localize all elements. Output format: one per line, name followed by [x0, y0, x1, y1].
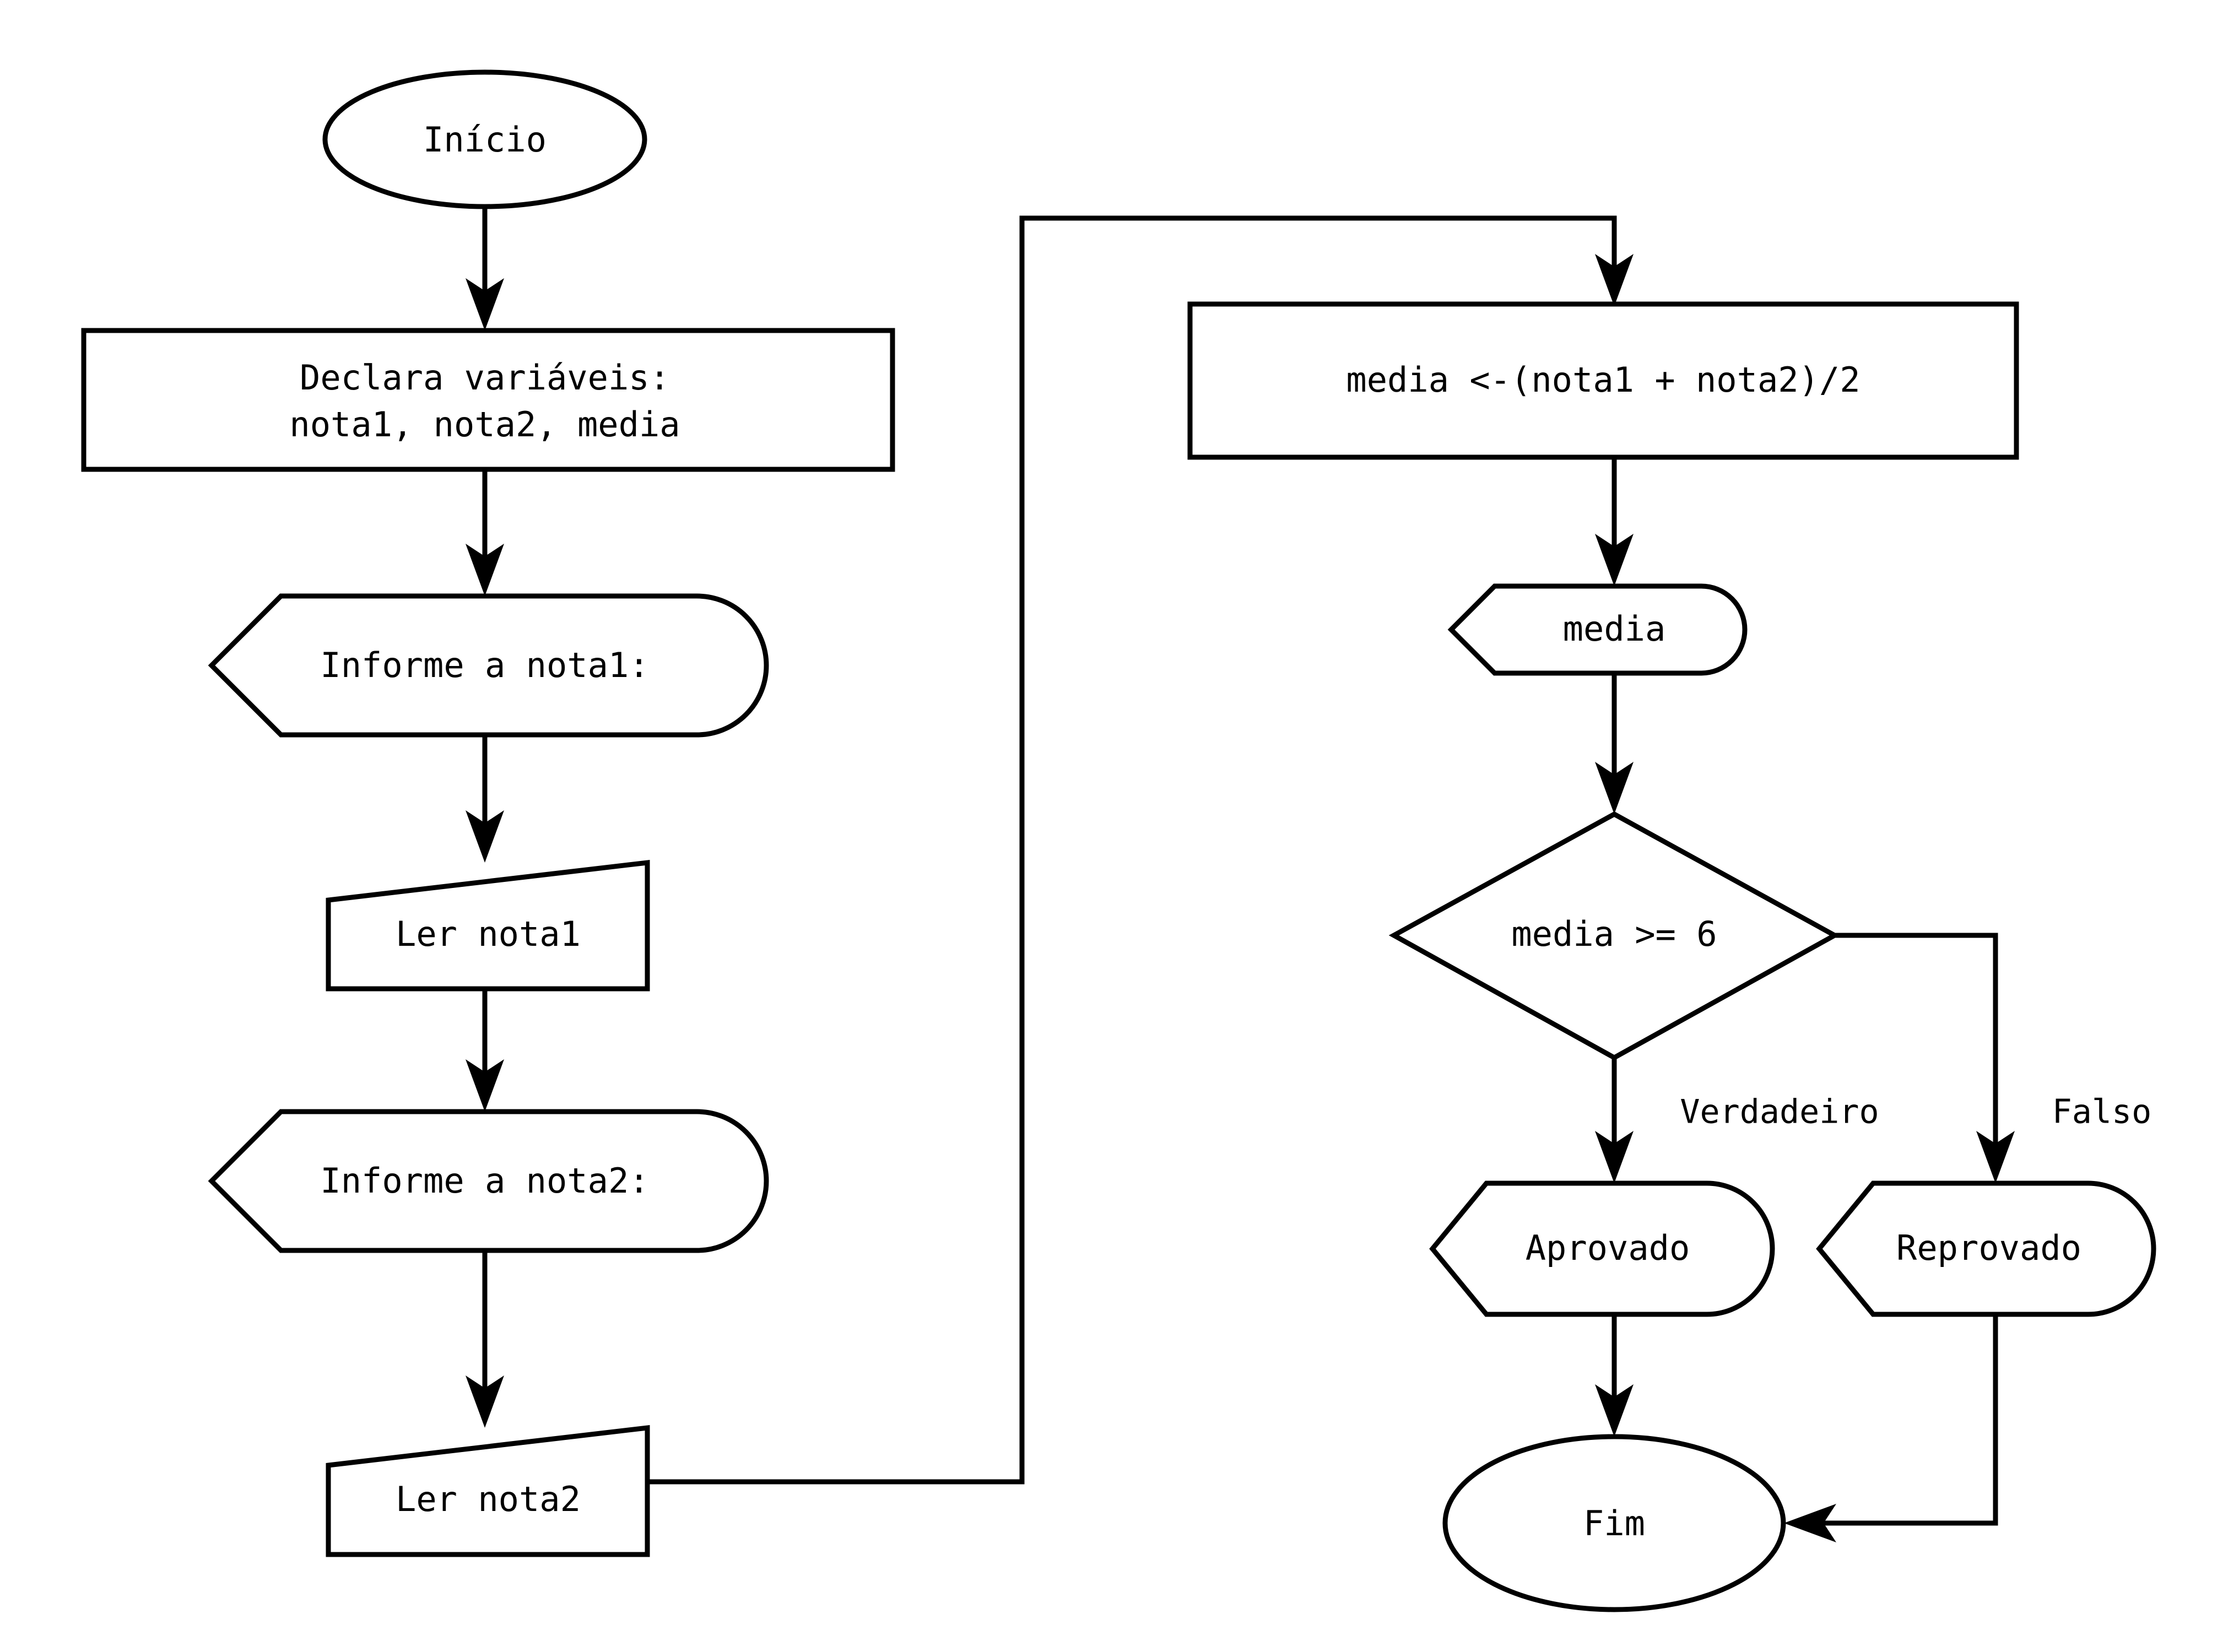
edge-compute-media-to-show-media	[1595, 457, 1634, 586]
node-show-media-label: media	[1563, 609, 1666, 649]
node-read-nota1[interactable]: Ler nota1	[326, 859, 650, 992]
edge-show-media-to-decision	[1595, 673, 1634, 814]
edge-declare-to-prompt-nota1	[466, 469, 504, 596]
edge-aprovado-to-fim	[1595, 1314, 1634, 1437]
node-compute-media[interactable]: media <-(nota1 + nota2)/2	[1187, 301, 2019, 460]
node-prompt-nota1[interactable]: Informe a nota1:	[208, 593, 769, 738]
edge-decision-false-to-reprovado	[1835, 933, 2015, 1183]
node-declare-variables-label-line1: Declara variáveis:	[300, 358, 670, 398]
edge-label-verdadeiro: Verdadeiro	[1680, 1093, 1879, 1131]
node-start-label: Início	[423, 120, 547, 160]
node-compute-media-label: media <-(nota1 + nota2)/2	[1346, 360, 1860, 400]
node-start[interactable]: Início	[322, 69, 647, 209]
node-read-nota1-label: Ler nota1	[396, 914, 581, 954]
node-declare-variables-label-line2: nota1, nota2, media	[289, 404, 680, 445]
node-aprovado[interactable]: Aprovado	[1429, 1180, 1775, 1317]
edge-start-to-declare	[466, 207, 504, 331]
node-prompt-nota1-label: Informe a nota1:	[320, 645, 649, 685]
node-decision-media[interactable]: media >= 6	[1388, 811, 1840, 1061]
node-aprovado-label: Aprovado	[1526, 1228, 1690, 1268]
node-reprovado[interactable]: Reprovado	[1816, 1180, 2156, 1317]
node-reprovado-label: Reprovado	[1896, 1228, 2081, 1268]
edge-read-nota1-to-prompt-nota2	[466, 989, 504, 1112]
node-read-nota2[interactable]: Ler nota2	[326, 1424, 650, 1557]
node-prompt-nota2[interactable]: Informe a nota2:	[208, 1109, 769, 1253]
edge-read-nota2-to-compute-media	[647, 215, 1634, 1485]
edge-reprovado-to-fim	[1784, 1314, 1998, 1542]
node-declare-variables[interactable]: Declara variáveis: nota1, nota2, media	[81, 328, 895, 472]
edge-prompt-nota1-to-read-nota1	[466, 734, 504, 863]
node-decision-media-label: media >= 6	[1511, 914, 1717, 954]
edge-label-falso: Falso	[2052, 1093, 2152, 1131]
node-end-label: Fim	[1583, 1503, 1645, 1543]
node-show-media[interactable]: media	[1447, 583, 1748, 676]
edge-decision-true-to-aprovado	[1595, 1058, 1634, 1183]
node-end[interactable]: Fim	[1442, 1434, 1786, 1612]
node-prompt-nota2-label: Informe a nota2:	[320, 1161, 649, 1201]
edge-prompt-nota2-to-read-nota2	[466, 1249, 504, 1428]
node-read-nota2-label: Ler nota2	[396, 1479, 581, 1519]
